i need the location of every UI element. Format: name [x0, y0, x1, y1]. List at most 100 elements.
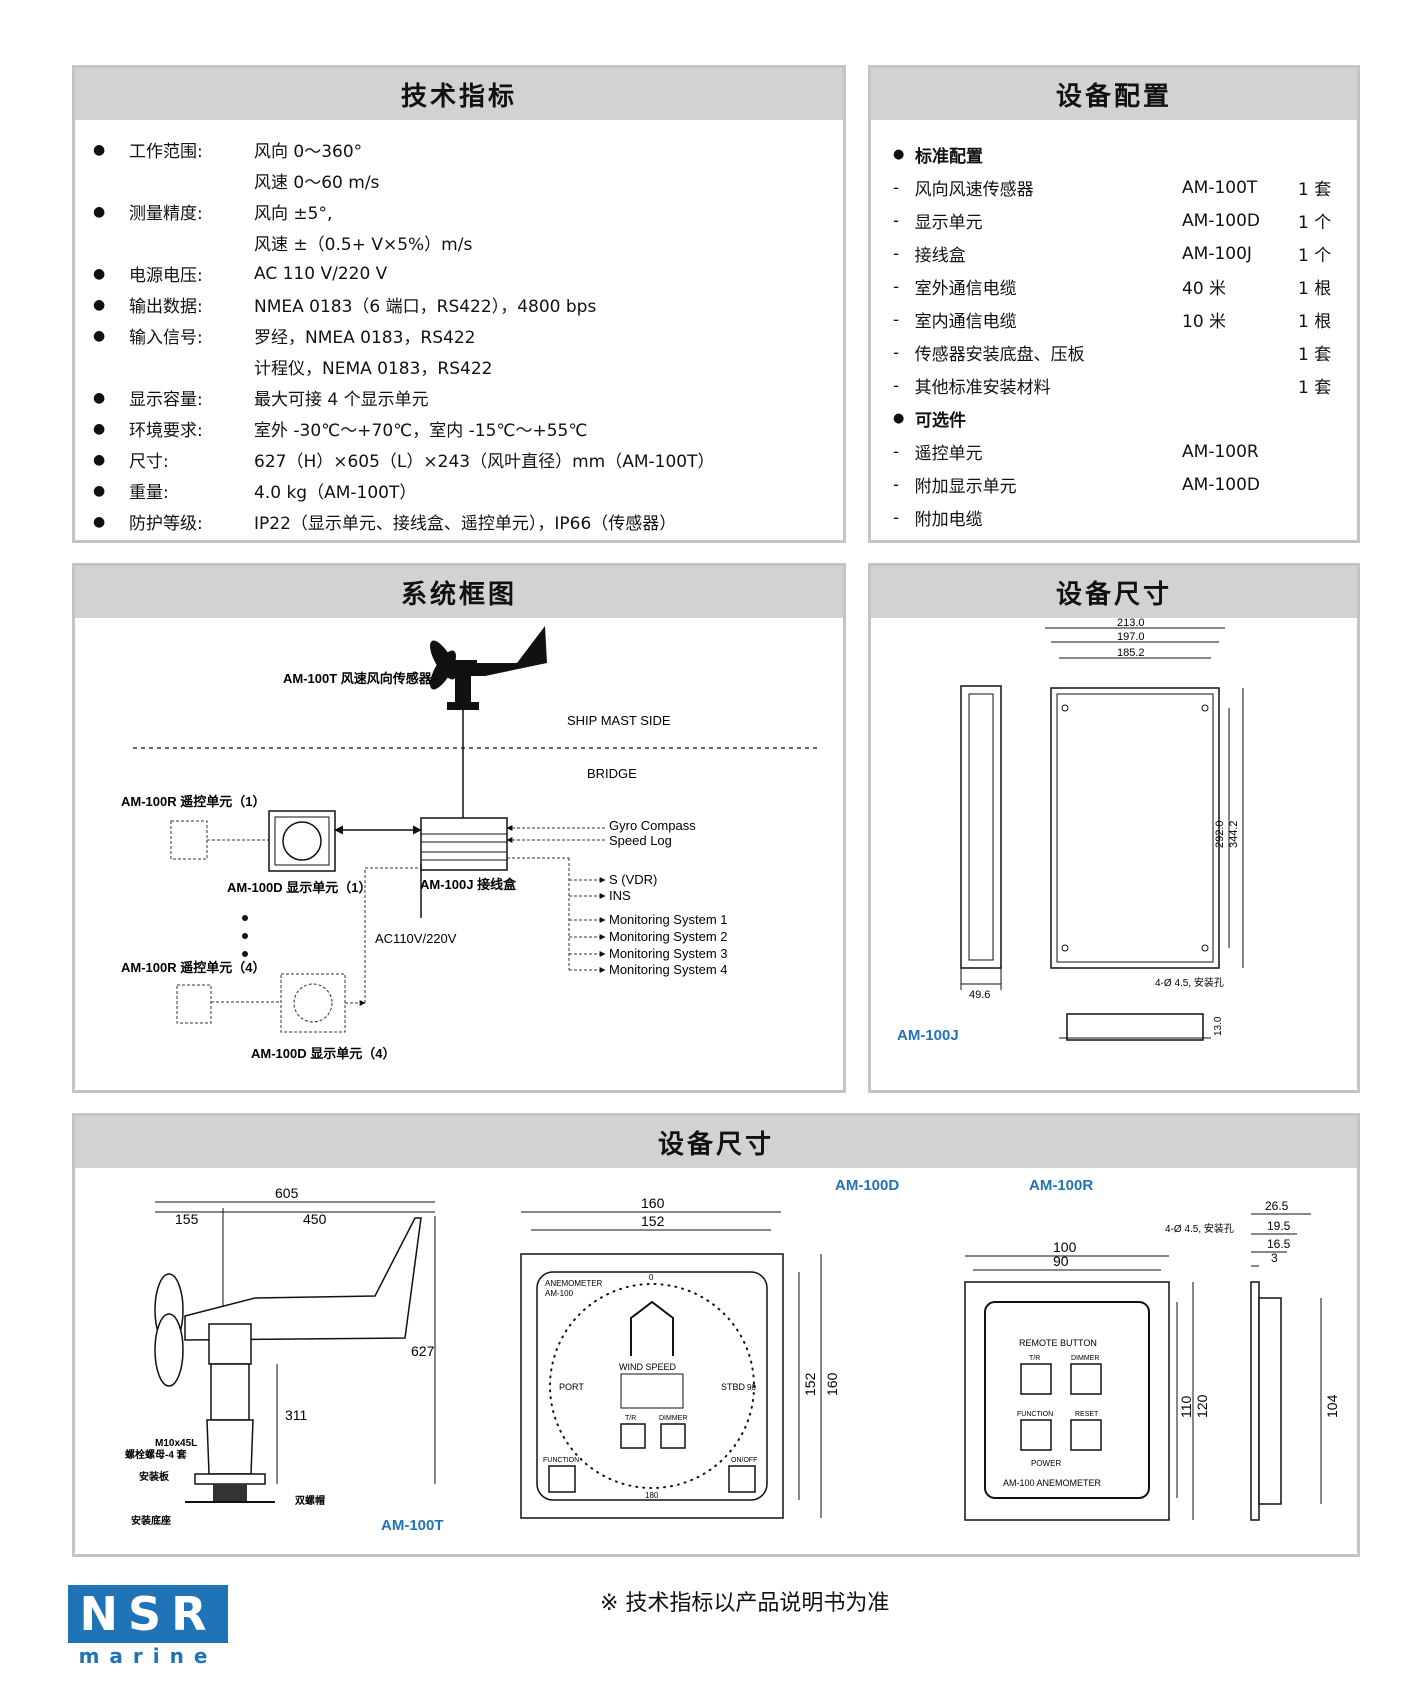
spec-value: 风向 0～360° — [254, 142, 363, 162]
mast-label: SHIP MAST SIDE — [567, 713, 671, 728]
dash: - — [893, 441, 900, 462]
r-height-2: 120 — [1194, 1394, 1210, 1418]
bullet: ● — [93, 327, 106, 344]
dash: - — [893, 375, 900, 396]
config-section-title: 标准配置 — [915, 147, 983, 167]
bullet: ● — [93, 451, 106, 468]
height-dim-2: 344.2 — [1228, 820, 1240, 848]
output-ms4: Monitoring System 4 — [609, 962, 728, 977]
d-model: AM-100D — [835, 1177, 899, 1194]
bullet: ● — [93, 513, 106, 530]
r-height-3: 104 — [1324, 1394, 1340, 1418]
d-wind-label: WIND SPEED — [619, 1362, 677, 1372]
spec-row: ●重量:4.0 kg（AM-100T） — [93, 475, 843, 506]
input-gyro: Gyro Compass — [609, 818, 696, 833]
d-btn-tr: T/R — [625, 1415, 636, 1422]
r-btn-function: FUNCTION — [1017, 1411, 1053, 1418]
spec-value: AC 110 V/220 V — [254, 263, 388, 284]
t-width-1: 155 — [175, 1211, 199, 1227]
width-dim-3: 185.2 — [1117, 647, 1145, 659]
d-oneeighty: 180 — [645, 1491, 659, 1500]
dash: - — [893, 507, 900, 528]
remote1-label: AM-100R 遥控单元（1） — [121, 794, 265, 809]
display1-unit — [268, 810, 336, 872]
block-diagram-panel: 系统框图 AM-100T 风速风向传感器 SHIP MAST SIDE BRID… — [72, 563, 846, 1093]
d-height-1: 152 — [802, 1372, 818, 1396]
d-width-1: 160 — [641, 1195, 665, 1211]
sensor-label: AM-100T 风速风向传感器 — [283, 671, 433, 686]
r-width-1: 100 — [1053, 1239, 1077, 1255]
spec-value: IP22（显示单元、接线盒、遥控单元），IP66（传感器） — [254, 514, 677, 534]
r-btn-tr: T/R — [1029, 1355, 1040, 1362]
d-btn-function: FUNCTION — [543, 1457, 579, 1464]
specs-title: 技术指标 — [75, 68, 843, 120]
dimension-panel: 设备尺寸 605 155 450 627 311 M10x45L 螺栓螺母-4 … — [72, 1113, 1360, 1557]
config-item-name: 室外通信电缆 — [914, 279, 1017, 299]
config-section: ●可选件 — [893, 402, 1357, 435]
r-side-1: 26.5 — [1265, 1199, 1289, 1213]
spec-value: 室外 -30℃～+70℃，室内 -15℃～+55℃ — [254, 421, 588, 441]
spec-label: 防护等级: — [129, 514, 203, 534]
remote4-unit — [176, 984, 212, 1024]
spec-value: 627（H）×605（L）×243（风叶直径）mm（AM-100T） — [254, 452, 715, 472]
spec-row: 风速 0～60 m/s — [93, 165, 843, 196]
spec-label: 重量: — [129, 483, 169, 503]
display4-unit — [280, 973, 346, 1033]
dimension-j-panel: 设备尺寸 49.6 213.0 197.0 185.2 292.0 344.2 … — [868, 563, 1360, 1093]
config-item-model: 40 米 — [1182, 279, 1227, 299]
spec-row: ●测量精度:风向 ±5°, — [93, 196, 843, 227]
config-item-model: AM-100R — [1182, 441, 1259, 462]
spec-row: ●电源电压:AC 110 V/220 V — [93, 258, 843, 289]
r-foot: AM-100 ANEMOMETER — [1003, 1478, 1102, 1488]
config-item-qty: 1 套 — [1298, 378, 1332, 398]
r-power: POWER — [1031, 1459, 1061, 1468]
junction-model-label: AM-100J — [897, 1027, 959, 1044]
d-width-2: 152 — [641, 1213, 665, 1229]
config-item-qty: 1 个 — [1298, 213, 1332, 233]
base-dim: 13.0 — [1213, 1016, 1224, 1036]
config-item-name: 室内通信电缆 — [914, 312, 1017, 332]
dash: - — [893, 309, 900, 330]
footnote: ※ 技术指标以产品说明书为准 — [600, 1591, 890, 1616]
config-item-qty: 1 套 — [1298, 180, 1332, 200]
d-stbd: STBD — [721, 1382, 746, 1392]
r-btn-reset: RESET — [1075, 1411, 1099, 1418]
remote4-label: AM-100R 遥控单元（4） — [121, 960, 265, 975]
spec-row: ●尺寸:627（H）×605（L）×243（风叶直径）mm（AM-100T） — [93, 444, 843, 475]
display4-label: AM-100D 显示单元（4） — [251, 1046, 395, 1061]
height-dim-1: 292.0 — [1214, 820, 1226, 848]
spec-value: 最大可接 4 个显示单元 — [254, 390, 429, 410]
junction-dimension-drawing: 49.6 213.0 197.0 185.2 292.0 344.2 4-Ø 4… — [897, 618, 1244, 1044]
config-item-qty: 1 个 — [1298, 246, 1332, 266]
config-item-name: 接线盒 — [914, 246, 966, 266]
output-ins: INS — [609, 888, 631, 903]
config-item-name: 传感器安装底盘、压板 — [914, 345, 1085, 365]
t-bolt: M10x45L — [155, 1438, 197, 1449]
r-model: AM-100R — [1029, 1177, 1093, 1194]
width-dim-2: 197.0 — [1117, 631, 1145, 643]
spec-value: 风速 0～60 m/s — [254, 173, 380, 193]
bullet: ● — [93, 296, 106, 313]
output-vdr: S (VDR) — [609, 872, 657, 887]
dash: - — [893, 342, 900, 363]
r-face-title: REMOTE BUTTON — [1019, 1338, 1097, 1348]
spec-row: ●显示容量:最大可接 4 个显示单元 — [93, 382, 843, 413]
t-model: AM-100T — [381, 1517, 444, 1534]
spec-row: 计程仪，NEMA 0183，RS422 — [93, 351, 843, 382]
depth-dim: 49.6 — [969, 989, 990, 1001]
spec-label: 环境要求: — [129, 421, 203, 441]
bullet: ● — [93, 265, 106, 282]
bullet: ● — [93, 203, 106, 220]
config-item-model: AM-100D — [1182, 474, 1260, 495]
bullet: ● — [893, 147, 905, 162]
spec-value: 4.0 kg（AM-100T） — [254, 483, 417, 503]
t-width-2: 450 — [303, 1211, 327, 1227]
config-item-name: 风向风速传感器 — [914, 180, 1034, 200]
